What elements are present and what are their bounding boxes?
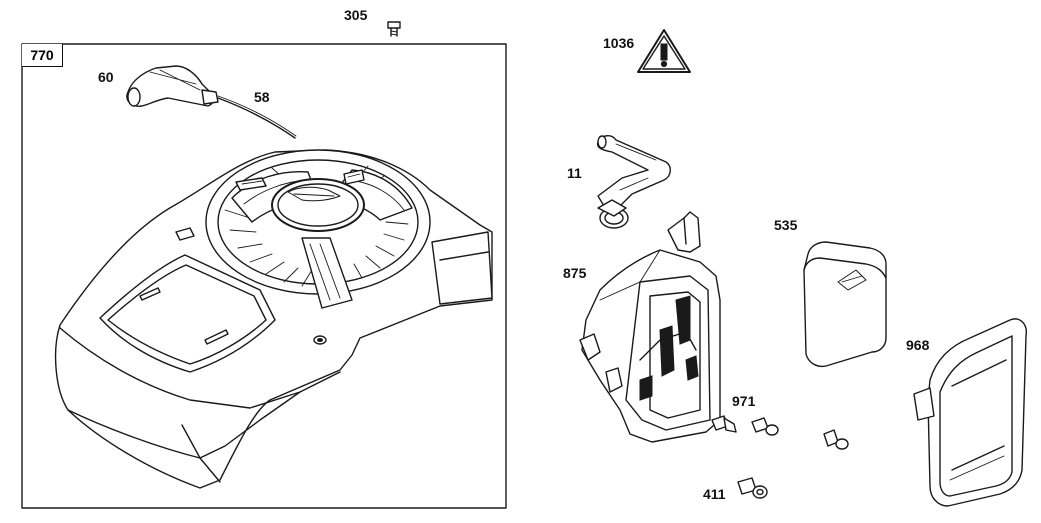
brand-logo-icon bbox=[287, 186, 341, 202]
part-number-535[interactable]: 535 bbox=[774, 217, 798, 233]
bolt-305-drawing bbox=[387, 21, 401, 37]
group-box-label: 770 bbox=[22, 44, 63, 67]
breather-tube-11-drawing bbox=[596, 135, 671, 229]
part-number-305[interactable]: 305 bbox=[344, 7, 368, 23]
part-number-58[interactable]: 58 bbox=[254, 89, 270, 105]
blower-housing-group-box bbox=[21, 43, 507, 509]
part-number-11[interactable]: 11 bbox=[567, 165, 582, 181]
starter-rope-58-drawing bbox=[217, 97, 296, 139]
part-number-968[interactable]: 968 bbox=[906, 337, 930, 353]
screw-971-drawing bbox=[711, 415, 849, 450]
air-filter-535-drawing bbox=[803, 241, 887, 368]
warning-triangle-icon bbox=[637, 29, 691, 73]
starter-handle-60-drawing bbox=[126, 65, 219, 108]
air-cleaner-base-875-drawing bbox=[579, 211, 721, 443]
part-number-411[interactable]: 411 bbox=[703, 486, 726, 502]
part-number-60[interactable]: 60 bbox=[98, 69, 114, 85]
part-number-875[interactable]: 875 bbox=[563, 265, 587, 281]
blower-housing-770-drawing bbox=[54, 149, 493, 489]
part-number-971[interactable]: 971 bbox=[732, 393, 756, 409]
part-number-1036[interactable]: 1036 bbox=[603, 35, 635, 51]
screw-411-drawing bbox=[737, 477, 768, 499]
air-cleaner-cover-968-drawing bbox=[913, 318, 1027, 507]
